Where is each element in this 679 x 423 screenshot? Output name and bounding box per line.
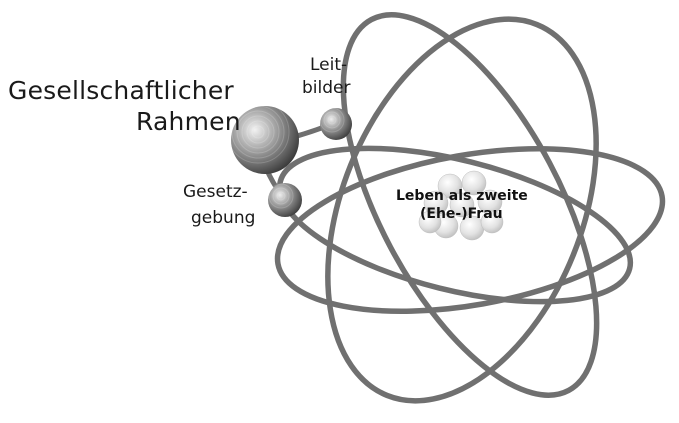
framework-label-line2: Rahmen bbox=[136, 107, 241, 136]
orbit-4 bbox=[276, 145, 634, 305]
orbits bbox=[274, 12, 666, 404]
large-sphere-icon bbox=[226, 100, 299, 174]
core-label-line2: (Ehe-)Frau bbox=[420, 206, 503, 222]
nucleus-icon bbox=[418, 170, 504, 241]
framework-label-line1: Gesellschaftlicher bbox=[8, 76, 234, 105]
core-label-line1: Leben als zweite bbox=[396, 188, 528, 204]
gesetz-label-line2: gebung bbox=[191, 208, 256, 228]
leitbilder-label-line2: bilder bbox=[302, 78, 351, 98]
orbit-2 bbox=[325, 16, 599, 404]
orbit-1 bbox=[340, 12, 600, 398]
small-sphere-icon-gesetz bbox=[268, 183, 302, 217]
leitbilder-label-line1: Leit- bbox=[310, 55, 348, 75]
gesetz-label-line1: Gesetz- bbox=[183, 182, 248, 202]
small-sphere-icon-leitbilder bbox=[319, 107, 352, 140]
